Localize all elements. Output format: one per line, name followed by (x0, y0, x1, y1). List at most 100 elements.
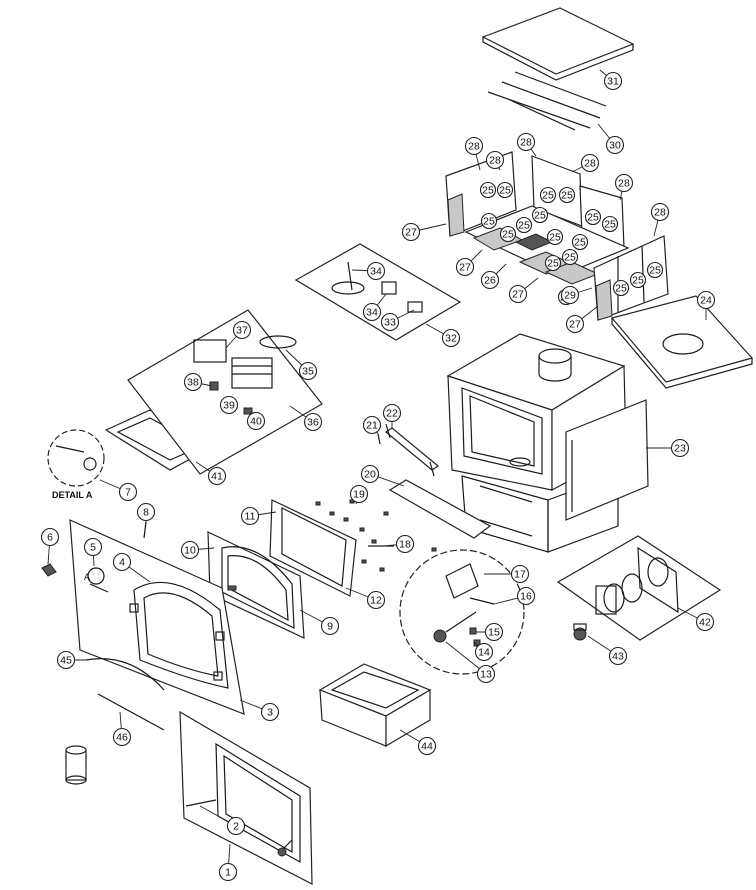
callout-number: 27 (459, 262, 471, 274)
callout-circle (531, 206, 549, 224)
callout-number: 13 (480, 669, 492, 681)
callout-32: 32 (441, 328, 461, 348)
callout-number: 5 (90, 542, 96, 554)
callout-number: 28 (584, 158, 596, 170)
part-45-rail (97, 693, 165, 731)
callout-circle (480, 270, 500, 290)
callout-circle (614, 173, 634, 193)
callout-number: 25 (549, 232, 561, 244)
callout-number: 44 (421, 741, 433, 753)
callout-circle (476, 664, 496, 684)
callout-number: 23 (674, 443, 686, 455)
callout-number: 25 (587, 212, 599, 224)
callout-circle (558, 186, 576, 204)
callout-bubbles: 1234567891011121314151617181920212223242… (40, 71, 716, 882)
callout-25: 25 (479, 181, 497, 199)
callout-number: 6 (47, 532, 53, 544)
callout-26: 26 (480, 270, 500, 290)
stove-body (446, 333, 627, 553)
part-42-knob (573, 623, 587, 641)
callout-number: 25 (547, 258, 559, 270)
callout-number: 21 (366, 420, 378, 432)
callout-28: 28 (614, 173, 634, 193)
part-20-strip (388, 479, 492, 539)
callout-25: 25 (646, 261, 664, 279)
callout-circle (561, 248, 579, 266)
callout-circle (515, 216, 533, 234)
callout-number: 32 (445, 333, 457, 345)
part-13-17-detail (399, 549, 525, 675)
callout-number: 28 (468, 141, 480, 153)
callout-4: 4 (112, 552, 132, 572)
callout-number: 35 (302, 366, 314, 378)
callout-circle (629, 271, 647, 289)
callout-28: 28 (516, 132, 536, 152)
callout-number: 19 (353, 489, 365, 501)
part-9-door-frame (207, 531, 305, 639)
callout-25: 25 (601, 215, 619, 233)
detail-a-label: DETAIL A (52, 490, 93, 500)
callout-number: 25 (518, 220, 530, 232)
callout-35: 35 (298, 361, 318, 381)
callout-28: 28 (650, 202, 670, 222)
callout-number: 3 (267, 707, 273, 719)
callout-circle (240, 506, 260, 526)
callout-25: 25 (571, 233, 589, 251)
callout-circle (349, 484, 369, 504)
callout-number: 4 (119, 557, 125, 569)
callout-number: 22 (386, 408, 398, 420)
callout-14: 14 (474, 642, 494, 662)
part-18-19-hardware (315, 499, 437, 572)
callout-circle (670, 438, 690, 458)
callout-circle (218, 862, 238, 882)
callout-circle (362, 415, 382, 435)
callout-29: 29 (560, 285, 580, 305)
callout-circle (464, 136, 484, 156)
callout-circle (608, 646, 628, 666)
callout-number: 34 (366, 307, 378, 319)
callout-25: 25 (546, 228, 564, 246)
callout-circle (180, 540, 200, 560)
callout-number: 1 (225, 867, 231, 879)
callout-circle (366, 261, 386, 281)
callout-circle (112, 727, 132, 747)
callout-25: 25 (499, 225, 517, 243)
callout-34: 34 (362, 302, 382, 322)
callout-number: 36 (307, 417, 319, 429)
callout-45: 45 (56, 650, 76, 670)
callout-28: 28 (485, 150, 505, 170)
callout-9: 9 (320, 616, 340, 636)
callout-number: 45 (60, 655, 72, 667)
callout-number: 25 (561, 190, 573, 202)
callout-circle (696, 290, 716, 310)
callout-circle (83, 537, 103, 557)
callout-6: 6 (40, 527, 60, 547)
callout-number: 25 (615, 283, 627, 295)
callout-12: 12 (366, 590, 386, 610)
part-12-gasket (281, 507, 347, 587)
callout-circle (226, 816, 246, 836)
callout-number: 25 (502, 229, 514, 241)
callout-number: 10 (184, 545, 196, 557)
callout-circle (516, 132, 536, 152)
callout-circle (516, 586, 536, 606)
callout-number: 37 (236, 325, 248, 337)
callout-42: 42 (695, 612, 715, 632)
callout-46: 46 (112, 727, 132, 747)
callout-number: 31 (607, 76, 619, 88)
part-8-pin (143, 521, 147, 539)
callout-circle (417, 736, 437, 756)
callout-number: 39 (223, 400, 235, 412)
callout-circle (584, 208, 602, 226)
callout-circle (580, 153, 600, 173)
callout-16: 16 (516, 586, 536, 606)
callout-circle (441, 328, 461, 348)
callout-36: 36 (303, 412, 323, 432)
callout-31: 31 (603, 71, 623, 91)
part-29-air-tubes (487, 71, 607, 131)
callout-25: 25 (629, 271, 647, 289)
part-31-thermostat-kit (294, 243, 462, 341)
callout-40: 40 (246, 411, 266, 431)
callout-circle (455, 257, 475, 277)
